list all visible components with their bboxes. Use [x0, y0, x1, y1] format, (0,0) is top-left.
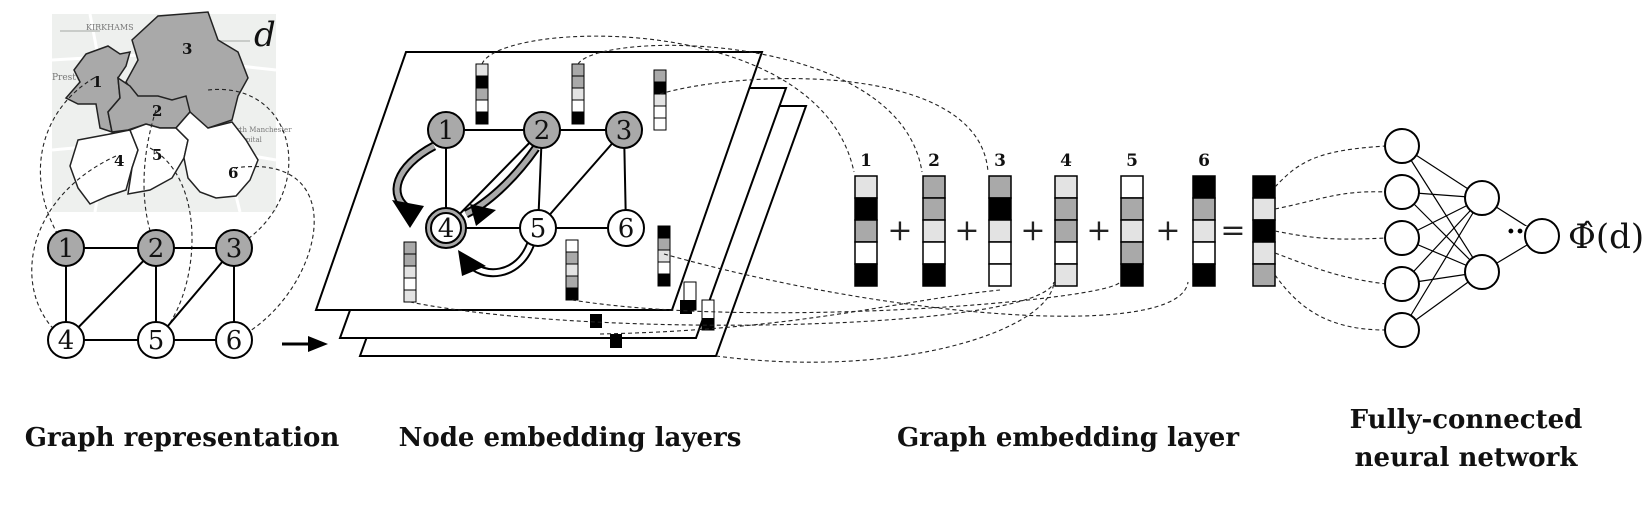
input-neuron-5	[1384, 312, 1420, 348]
input-node-4-label: 4	[58, 326, 75, 356]
input-neuron-2	[1384, 174, 1420, 210]
input-node-6-label: 6	[226, 326, 243, 356]
input-node-4: 4	[47, 321, 85, 359]
caption-neural-network: neural network	[1355, 443, 1579, 473]
map-label-region-4: 4	[114, 152, 124, 170]
map-place-prestwich: Prestwich	[52, 73, 98, 83]
embedding-label-5: 5	[1126, 151, 1138, 171]
back-layer-vectors	[590, 281, 715, 348]
map-label-region-1: 1	[92, 73, 102, 91]
layer-node-vector-6	[657, 225, 671, 287]
graph-embedding-vector	[1252, 175, 1276, 287]
embedding-label-6: 6	[1198, 151, 1210, 171]
caption-fully-connected: Fully-connected	[1350, 405, 1583, 435]
embedding-label-4: 4	[1060, 151, 1072, 171]
map-label-region-2: 2	[152, 102, 162, 120]
caption-node-embedding-layers: Node embedding layers	[399, 423, 742, 453]
layer-node-4: 4	[425, 207, 467, 249]
vector-connectors	[409, 35, 1189, 363]
map-region-5	[127, 123, 189, 195]
input-node-1-label: 1	[58, 234, 75, 264]
node-embedding-layers: 1 2 3 4 5 6	[314, 51, 808, 357]
map-label-region-5: 5	[152, 146, 162, 164]
layer-node-6-label: 6	[618, 214, 635, 244]
plus-sign-1: +	[887, 213, 912, 248]
embedding-label-1: 1	[860, 151, 872, 171]
embedding-vector-5	[1120, 175, 1144, 287]
input-node-6: 6	[215, 321, 253, 359]
plus-sign-3: +	[1020, 213, 1045, 248]
map-place-north-manchester: North Manchester	[226, 126, 292, 134]
input-node-2-label: 2	[148, 234, 165, 264]
input-graph: 1 2 3 4 5 6	[47, 229, 253, 359]
input-neuron-1	[1384, 128, 1420, 164]
input-connectors	[1274, 145, 1387, 331]
layer-node-5-label: 5	[530, 214, 547, 244]
plus-sign-4: +	[1086, 213, 1111, 248]
input-node-5: 5	[137, 321, 175, 359]
input-node-2: 2	[137, 229, 175, 267]
map-region-6	[174, 110, 259, 199]
plus-sign-5: +	[1155, 213, 1180, 248]
map-label-region-6: 6	[228, 164, 238, 182]
layer-node-1: 1	[427, 111, 465, 149]
caption-graph-representation: Graph representation	[25, 423, 340, 453]
layer-node-vector-5	[565, 239, 579, 301]
embedding-vector-4	[1054, 175, 1078, 287]
layer-node-4-label: 4	[438, 214, 455, 244]
input-node-3-label: 3	[226, 234, 243, 264]
input-neuron-4	[1384, 266, 1420, 302]
map-region-4	[69, 129, 139, 205]
fully-connected-network: ··· Φ̂(d)	[1384, 128, 1644, 348]
layer-node-5: 5	[519, 209, 557, 247]
layer-node-3-label: 3	[616, 116, 633, 146]
equals-sign: =	[1220, 213, 1245, 248]
map-road-accents	[60, 30, 250, 42]
layer-node-2: 2	[523, 111, 561, 149]
message-passing-arrows	[392, 142, 540, 278]
output-neuron	[1524, 218, 1560, 254]
graph-embedding-layer: 1 2 3 4 5 6	[854, 151, 1276, 287]
layer-node-vector-1	[475, 63, 489, 125]
embedding-label-3: 3	[994, 151, 1006, 171]
map-place-kirkhams: KIRKHAMS	[86, 23, 134, 32]
map-panel: KIRKHAMS Prestwich North Manchester Hosp…	[51, 11, 292, 213]
input-node-3: 3	[215, 229, 253, 267]
layer-node-2-label: 2	[534, 116, 551, 146]
flow-arrow-icon	[282, 336, 328, 352]
hidden-neuron-2	[1464, 254, 1500, 290]
map-d-label: d	[254, 15, 276, 55]
layer-node-1-label: 1	[438, 116, 455, 146]
input-neuron-3	[1384, 220, 1420, 256]
map-place-hospital: Hospital	[232, 136, 263, 144]
plus-sign-2: +	[954, 213, 979, 248]
embedding-vector-2	[922, 175, 946, 287]
layer-node-6: 6	[607, 209, 645, 247]
layer-node-vector-4	[403, 241, 417, 303]
input-node-1: 1	[47, 229, 85, 267]
map-label-region-3: 3	[182, 40, 192, 58]
embedding-vector-1	[854, 175, 878, 287]
hidden-neuron-1	[1464, 180, 1500, 216]
layer-node-vector-3	[653, 69, 667, 131]
layer-node-vector-2	[571, 63, 585, 125]
layer-node-3: 3	[605, 111, 643, 149]
caption-graph-embedding-layer: Graph embedding layer	[897, 423, 1239, 453]
input-node-5-label: 5	[148, 326, 165, 356]
embedding-vector-6	[1192, 175, 1216, 287]
embedding-vector-3	[988, 175, 1012, 287]
output-label: Φ̂(d)	[1568, 217, 1644, 257]
embedding-label-2: 2	[928, 151, 940, 171]
